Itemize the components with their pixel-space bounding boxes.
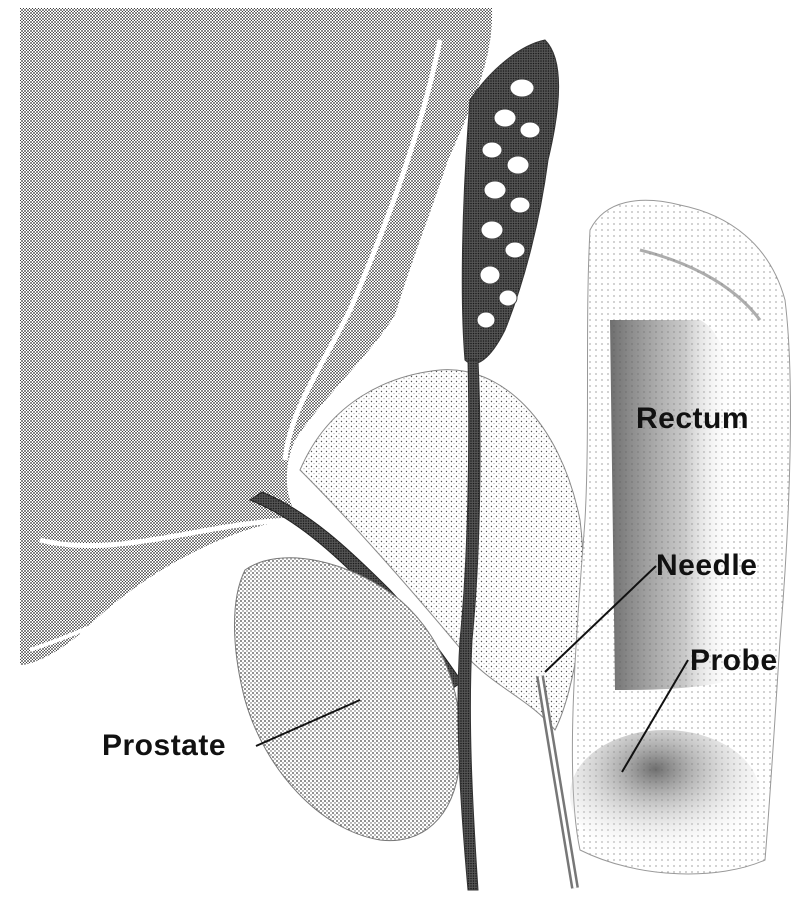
needle-label: Needle — [656, 549, 757, 583]
rectum-label: Rectum — [636, 402, 749, 436]
probe-head — [570, 730, 760, 860]
probe-label: Probe — [690, 644, 778, 678]
prostate-label: Prostate — [102, 729, 226, 763]
